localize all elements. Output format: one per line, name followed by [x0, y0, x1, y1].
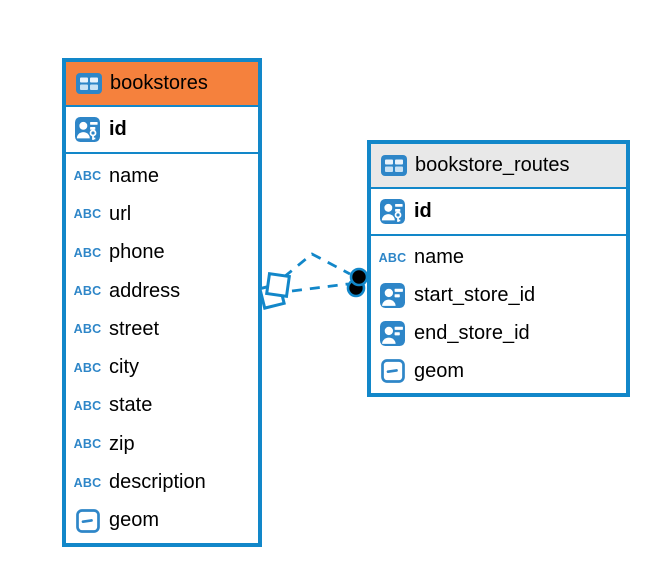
primary-key-icon — [74, 117, 101, 142]
column-row-name[interactable]: ABC name — [66, 157, 258, 195]
column-name: start_store_id — [414, 284, 536, 307]
column-row-state[interactable]: ABC state — [66, 387, 258, 425]
text-type-icon: ABC — [73, 169, 102, 184]
table-header-bookstore-routes[interactable]: bookstore_routes — [371, 144, 626, 189]
column-row-description[interactable]: ABC description — [66, 463, 258, 501]
foreign-key-icon — [379, 283, 406, 309]
column-name: id — [109, 118, 127, 140]
column-row-id[interactable]: id — [371, 189, 626, 236]
text-type-icon: ABC — [73, 245, 102, 260]
column-name: id — [414, 200, 432, 222]
column-name: description — [109, 471, 206, 494]
text-type-icon: ABC — [378, 250, 407, 265]
text-type-icon: ABC — [73, 475, 102, 490]
column-row-end-store-id[interactable]: end_store_id — [371, 315, 626, 353]
column-row-zip[interactable]: ABC zip — [66, 425, 258, 463]
column-name: zip — [109, 432, 135, 455]
text-type-icon: ABC — [73, 360, 102, 375]
table-bookstores[interactable]: bookstores id ABC name — [62, 58, 262, 547]
column-name: state — [109, 394, 153, 417]
column-row-name[interactable]: ABC name — [371, 239, 626, 277]
column-name: address — [109, 279, 181, 302]
column-list: ABC name start_store_id — [371, 236, 626, 393]
column-row-geom[interactable]: geom — [371, 352, 626, 390]
text-type-icon: ABC — [73, 437, 102, 452]
geometry-type-icon — [379, 359, 406, 383]
column-name: geom — [109, 509, 160, 532]
column-name: url — [109, 202, 132, 225]
column-name: name — [109, 164, 160, 187]
foreign-key-icon — [379, 320, 406, 346]
column-name: name — [414, 246, 465, 269]
column-row-id[interactable]: id — [66, 107, 258, 154]
text-type-icon: ABC — [73, 207, 102, 222]
column-row-geom[interactable]: geom — [66, 502, 258, 540]
text-type-icon: ABC — [73, 284, 102, 299]
table-title: bookstores — [110, 72, 208, 94]
column-row-start-store-id[interactable]: start_store_id — [371, 277, 626, 315]
table-title: bookstore_routes — [415, 154, 570, 176]
diamond-end-marker — [258, 282, 286, 310]
column-name: street — [109, 317, 160, 340]
column-row-address[interactable]: ABC address — [66, 272, 258, 310]
column-name: phone — [109, 241, 165, 264]
relationship-line-lower[interactable] — [291, 282, 349, 293]
column-row-street[interactable]: ABC street — [66, 310, 258, 348]
relationship-line-upper[interactable] — [283, 252, 351, 279]
relationship-bookstores-routes[interactable] — [258, 252, 369, 310]
column-name: geom — [414, 359, 465, 382]
primary-key-icon — [379, 199, 406, 224]
column-row-city[interactable]: ABC city — [66, 348, 258, 386]
text-type-icon: ABC — [73, 322, 102, 337]
column-name: city — [109, 356, 139, 379]
geometry-type-icon — [74, 508, 101, 533]
column-row-url[interactable]: ABC url — [66, 195, 258, 233]
table-bookstore-routes[interactable]: bookstore_routes id ABC name — [367, 140, 630, 397]
column-list: ABC name ABC url ABC phone ABC address A… — [66, 154, 258, 543]
diamond-end-marker — [265, 272, 291, 298]
column-name: end_store_id — [414, 321, 530, 344]
circle-end-marker — [349, 267, 369, 287]
column-row-phone[interactable]: ABC phone — [66, 234, 258, 272]
text-type-icon: ABC — [73, 398, 102, 413]
circle-end-marker — [346, 278, 366, 298]
table-grid-icon — [380, 155, 407, 176]
table-header-bookstores[interactable]: bookstores — [66, 62, 258, 107]
table-grid-icon — [75, 73, 102, 94]
